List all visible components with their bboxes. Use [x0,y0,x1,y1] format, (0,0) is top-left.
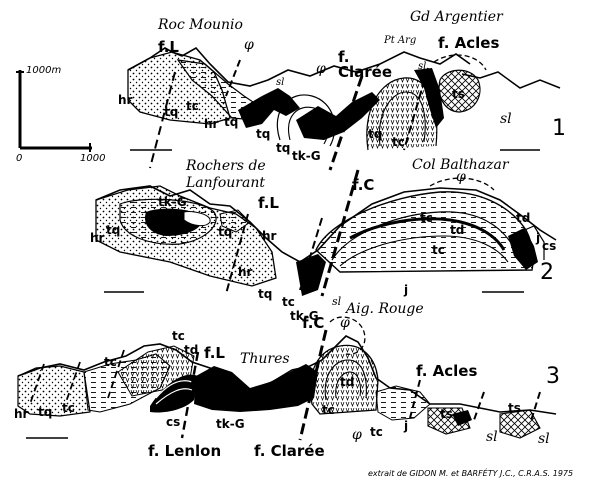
unit-label: cs [166,415,181,429]
unit-label: hr [262,229,277,243]
scale-vertical-label: 1000m [26,65,62,76]
unit-label: j [404,419,409,433]
unit-label: hr [14,407,29,421]
unit-label: tk-G [158,195,187,209]
unit-label: ts [452,87,465,101]
unit-label: tq [256,127,271,141]
unit-label: tc [186,99,199,113]
unit-label: tc [420,211,433,225]
unit-label: tc [172,329,185,343]
unit-label: tq [106,223,121,237]
unit-label: tc [392,135,405,149]
scale-horizontal-label: 1000 [80,153,106,164]
unit-label: sl [342,113,351,124]
place-aig-rouge: Aig. Rouge [346,301,424,317]
unit-label: tq [218,225,233,239]
scale-zero-label: 0 [16,153,23,164]
unit-label: tc [370,425,383,439]
unit-label: sl [486,429,498,445]
unit-label: td [340,375,355,389]
unit-label: tq [224,115,239,129]
unit-label: sl [538,431,550,447]
fault-fl-section-1: f.L [158,38,179,56]
unit-label: sl [332,295,342,308]
symbol-phi-s2: φ [456,169,466,185]
fault-fc-section-2: f.C [352,176,375,194]
unit-label: sl [418,61,427,72]
unit-label: tc [176,223,189,237]
unit-label: tq [276,141,291,155]
unit-label: j [404,283,409,297]
section-2-drawing [95,169,557,297]
unit-label: tk-G [216,417,245,431]
unit-label: tq [368,127,383,141]
fault-claree-section-1: f. Clarée [338,48,393,81]
unit-label: tq [38,405,53,419]
unit-label: tk-G [292,149,321,163]
unit-label: tq [164,105,179,119]
unit-label: ts [440,407,453,421]
section-3-number: 3 [546,364,560,389]
unit-label: td [516,211,531,225]
unit-label: tc [322,403,335,417]
unit-label: tq [258,287,273,301]
place-pt-arg: Pt Arg [384,35,417,46]
unit-label: hr [118,93,133,107]
unit-label: ts [508,401,521,415]
unit-label: tk-G [290,309,319,323]
fault-fc-section-3: f.C [302,314,325,332]
fault-fl-section-3: f.L [204,344,225,362]
unit-label: td [184,343,199,357]
section-3-drawing [17,316,557,441]
fault-acles-section-3: f. Acles [416,362,478,380]
unit-label: td [450,223,465,237]
fault-lenlon: f. Lenlon [148,442,222,460]
symbol-phi-s1-a: φ [244,37,254,53]
source-credit: extrait de GIDON M. et BARFÉTY J.C., C.R… [368,469,574,478]
symbol-phi-s1-b: φ [316,61,326,77]
fault-claree-section-3: f. Clarée [254,442,325,460]
unit-label: tc [432,243,445,257]
unit-label: hr [204,117,219,131]
unit-label: sl [276,77,285,88]
place-thures: Thures [240,351,290,367]
place-roc-mounio: Roc Mounio [158,17,243,33]
symbol-phi-s3-b: φ [352,427,362,443]
unit-label: j [536,231,541,245]
section-2-number: 2 [540,260,554,285]
unit-label: cs [542,239,557,253]
unit-label: sl [500,111,512,127]
section-1-number: 1 [552,116,566,141]
fault-fl-section-2: f.L [258,194,279,212]
symbol-phi-s3-a: φ [340,315,350,331]
unit-label: tc [62,401,75,415]
place-gd-argentier: Gd Argentier [410,9,503,25]
fault-acles-section-1: f. Acles [438,34,500,52]
scale-bar [16,70,92,152]
place-rochers-de-lanfourant: Rochers de Lanfourant [186,158,266,191]
section-1-drawing [127,46,561,171]
place-col-balthazar: Col Balthazar [412,157,509,173]
unit-label: tc [282,295,295,309]
unit-label: tc [104,355,117,369]
unit-label: hr [90,231,105,245]
unit-label: hr [238,265,253,279]
